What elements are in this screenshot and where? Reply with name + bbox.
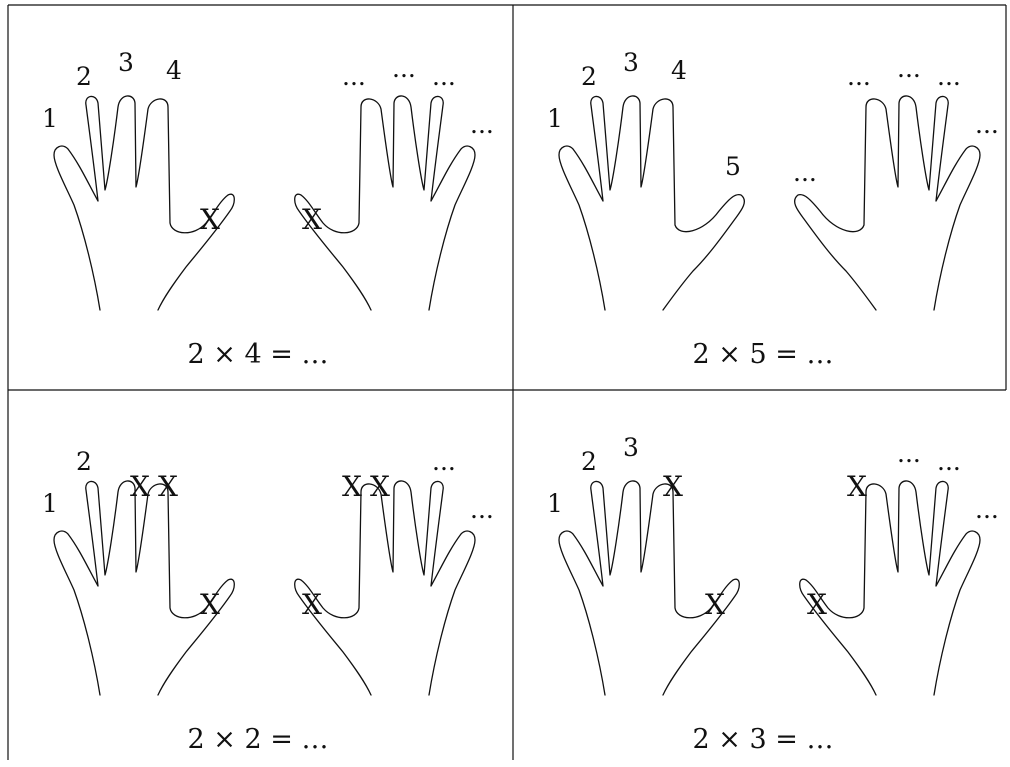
right-finger-4-label: ... [342,62,366,91]
left-hand-drawing [559,96,744,310]
left-finger-3-label: 3 [623,433,639,462]
right-finger-5-label: ... [793,158,817,187]
left-finger-2-label: 2 [76,447,92,476]
left-finger-1-label: 1 [42,489,58,518]
right-finger-2-label: ... [937,62,961,91]
left-finger-4-fold-mark: X [663,470,683,503]
left-finger-2-label: 2 [581,62,597,91]
panel-2-equation: 2 × 5 = … [693,339,834,370]
right-hand-outline [795,96,980,310]
left-finger-2-label: 2 [76,62,92,91]
left-finger-5-label: 5 [725,152,741,181]
right-finger-1-label: ... [470,110,494,139]
panel-grid [8,5,1006,760]
left-finger-4-fold-mark: X [158,470,178,503]
left-finger-3-fold-mark: X [130,470,150,503]
left-finger-1-label: 1 [42,104,58,133]
right-finger-3-label: ... [897,439,921,468]
left-finger-3-label: 3 [623,48,639,77]
right-finger-3-fold-mark: X [370,470,390,503]
left-finger-5-fold-mark: X [200,588,220,621]
panel-1-equation: 2 × 4 = … [188,339,329,370]
left-finger-4-label: 4 [671,56,687,85]
right-finger-4-label: ... [847,62,871,91]
right-finger-4-fold-mark: X [847,470,867,503]
right-finger-2-label: ... [937,447,961,476]
panel-4-equation: 2 × 3 = … [693,724,834,755]
right-finger-2-label: ... [432,62,456,91]
left-finger-2-label: 2 [581,447,597,476]
left-hand-outline [559,96,744,310]
panel-2: 1... 2... 3... 4... 5... 2 × 5 = … [547,48,999,370]
left-finger-3-label: 3 [118,48,134,77]
panel-1: 1... 2... 3... 4... X X 2 × 4 = … [42,48,494,370]
left-finger-5-fold-mark: X [200,203,220,236]
right-finger-4-fold-mark: X [342,470,362,503]
right-finger-1-label: ... [975,495,999,524]
left-finger-1-label: 1 [547,104,563,133]
right-finger-3-label: ... [392,54,416,83]
right-finger-5-fold-mark: X [302,588,322,621]
left-finger-1-label: 1 [547,489,563,518]
right-finger-1-label: ... [470,495,494,524]
right-finger-1-label: ... [975,110,999,139]
panel-4: 1... 2... 3... X X X X 2 × 3 = … [547,433,999,755]
panel-3-equation: 2 × 2 = … [188,724,329,755]
right-finger-3-label: ... [897,54,921,83]
right-hand-drawing [795,96,980,310]
right-finger-5-fold-mark: X [302,203,322,236]
left-finger-5-fold-mark: X [705,588,725,621]
right-finger-5-fold-mark: X [807,588,827,621]
right-finger-2-label: ... [432,447,456,476]
left-finger-4-label: 4 [166,56,182,85]
